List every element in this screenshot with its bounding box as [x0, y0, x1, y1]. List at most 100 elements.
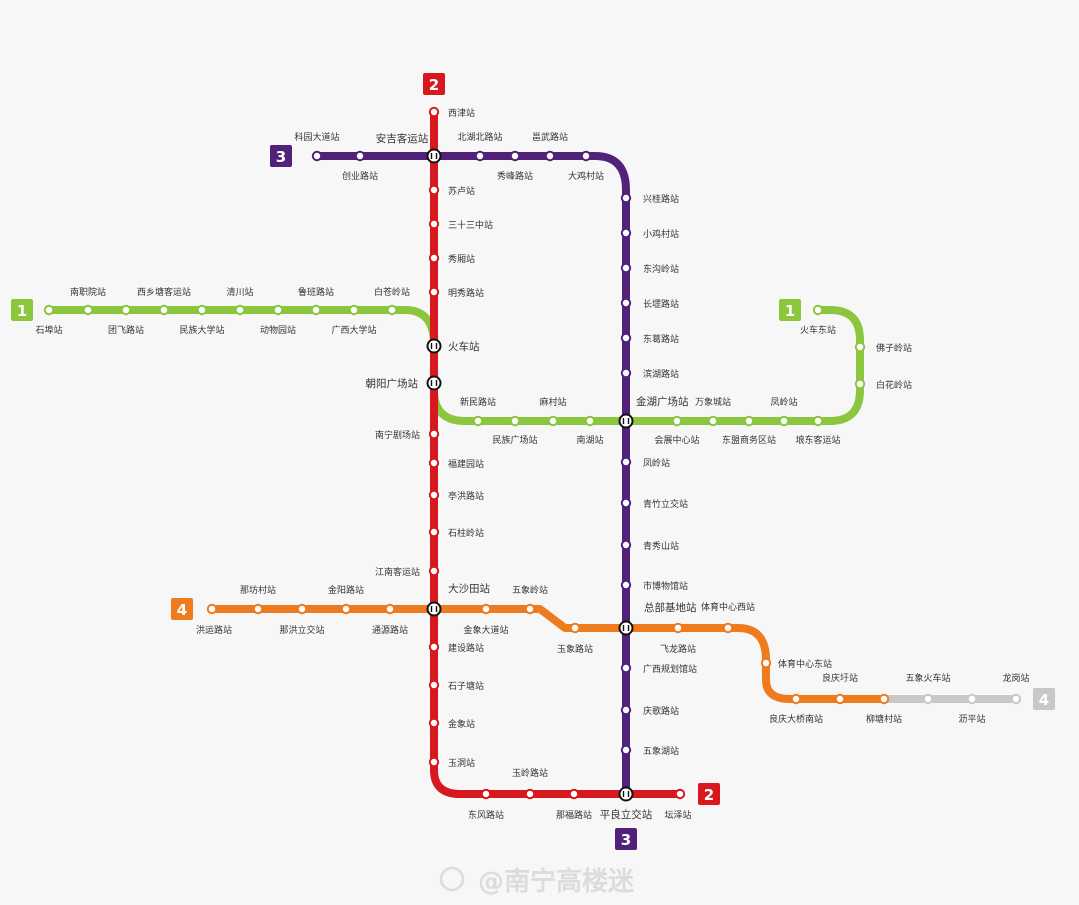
station-dot-s3_zhuxi[interactable] — [620, 456, 632, 468]
station-label-s2_jiangnan: 江南客运站 — [375, 566, 420, 578]
station-dot-s3_beihubei[interactable] — [474, 150, 486, 162]
station-dot-s3_dongge[interactable] — [620, 332, 632, 344]
station-dot-s3_xiaoji[interactable] — [620, 227, 632, 239]
station-dot-s4_tiyu_xi[interactable] — [722, 622, 734, 634]
station-dot-s1_guangxi_daxue[interactable] — [348, 304, 360, 316]
transfer-station-jinhu[interactable] — [618, 413, 634, 429]
transfer-station-huochezhan[interactable] — [426, 338, 442, 354]
station-dot-s3_qingzhu[interactable] — [620, 497, 632, 509]
station-dot-s1_shibu[interactable] — [43, 304, 55, 316]
station-label-s3_zhuxi: 凤岭站 — [643, 457, 670, 469]
station-dot-s1_huochedong[interactable] — [812, 304, 824, 316]
line-1-badge-right[interactable]: 1 — [779, 299, 801, 321]
station-dot-s1_wanxiang[interactable] — [707, 415, 719, 427]
station-dot-s1_xinmin[interactable] — [472, 415, 484, 427]
station-dot-s2_shizitang[interactable] — [428, 679, 440, 691]
station-dot-s4_liangqing_daqiao[interactable] — [790, 693, 802, 705]
station-dot-s4_tongyuan[interactable] — [384, 603, 396, 615]
station-dot-s2_xiuling[interactable] — [428, 252, 440, 264]
station-dot-s4_liping[interactable] — [966, 693, 978, 705]
station-dot-s2_tinghong[interactable] — [428, 489, 440, 501]
line-2-badge-bottom[interactable]: 2 — [698, 783, 720, 805]
station-dot-s3_xiwu[interactable] — [544, 150, 556, 162]
station-label-s1_huochedong: 火车东站 — [800, 324, 836, 336]
station-dot-s1_minzu_guangchang[interactable] — [509, 415, 521, 427]
station-dot-s4_nahong[interactable] — [296, 603, 308, 615]
station-dot-s2_jianzheng[interactable] — [428, 641, 440, 653]
line-2-badge-top[interactable]: 2 — [423, 73, 445, 95]
station-dot-s1_nanhu[interactable] — [584, 415, 596, 427]
station-dot-s4_nafang[interactable] — [252, 603, 264, 615]
station-dot-s4_liutang[interactable] — [878, 693, 890, 705]
station-dot-s3_wuxiang[interactable] — [620, 744, 632, 756]
transfer-station-zongbu[interactable] — [618, 620, 634, 636]
station-dot-s2_yuhu[interactable] — [428, 184, 440, 196]
station-dot-s2_dongfeng[interactable] — [480, 788, 492, 800]
station-dot-s3_qingxiu[interactable] — [620, 539, 632, 551]
station-label-s1_huizhan: 会展中心站 — [654, 434, 699, 446]
station-dot-s3_guangxi[interactable] — [620, 662, 632, 674]
station-dot-s3_changgang[interactable] — [620, 297, 632, 309]
station-dot-s4_hongyun[interactable] — [206, 603, 218, 615]
station-dot-s4_feilong[interactable] — [672, 622, 684, 634]
station-dot-s2_nafu[interactable] — [568, 788, 580, 800]
station-dot-s3_chuangye[interactable] — [354, 150, 366, 162]
transfer-station-anji[interactable] — [426, 148, 442, 164]
station-dot-s2_tanze[interactable] — [674, 788, 686, 800]
line-4-badge-right[interactable]: 4 — [1033, 688, 1055, 710]
station-dot-s1_langdong[interactable] — [812, 415, 824, 427]
station-dot-s3_keyuan[interactable] — [311, 150, 323, 162]
station-dot-s4_wuxiang_huoche[interactable] — [922, 693, 934, 705]
station-dot-s4_longgang[interactable] — [1010, 693, 1022, 705]
station-dot-s3_xinggui[interactable] — [620, 192, 632, 204]
station-dot-s2_sanshisan[interactable] — [428, 218, 440, 230]
station-dot-s1_tuanfei[interactable] — [120, 304, 132, 316]
station-dot-s2_fujian[interactable] — [428, 457, 440, 469]
station-dot-s4_tiyu_dong[interactable] — [760, 657, 772, 669]
station-dot-s1_fozi[interactable] — [854, 341, 866, 353]
station-dot-s3_dajiang[interactable] — [580, 150, 592, 162]
station-dot-s4_wuxiangling[interactable] — [524, 603, 536, 615]
badge-label: 4 — [177, 601, 187, 619]
station-dot-s3_dongzhou[interactable] — [620, 262, 632, 274]
station-dot-s1_minzu_daxue[interactable] — [196, 304, 208, 316]
station-dot-s4_yuxiang[interactable] — [569, 622, 581, 634]
station-dot-s1_huizhan[interactable] — [671, 415, 683, 427]
station-label-s1_wanxiang: 万象城站 — [695, 396, 731, 408]
line-3-badge-left[interactable]: 3 — [270, 145, 292, 167]
station-dot-s2_shizhuling[interactable] — [428, 526, 440, 538]
station-dot-s1_baihua[interactable] — [854, 378, 866, 390]
station-dot-s4_jinxiangdadao[interactable] — [480, 603, 492, 615]
station-dot-s1_xixiangtang[interactable] — [158, 304, 170, 316]
station-label-s3_dongge: 东葛路站 — [643, 333, 679, 345]
line-4-badge-left[interactable]: 4 — [171, 598, 193, 620]
station-dot-s3_qinghu[interactable] — [620, 367, 632, 379]
station-dot-s1_dongwuyuan[interactable] — [272, 304, 284, 316]
station-dot-s1_baicang[interactable] — [386, 304, 398, 316]
station-dot-s4_liangqing_fang[interactable] — [834, 693, 846, 705]
station-dot-s3_bowuguan[interactable] — [620, 579, 632, 591]
line-3-badge-bottom[interactable]: 3 — [615, 828, 637, 850]
station-dot-s3_qingge[interactable] — [620, 704, 632, 716]
line-1-badge-left[interactable]: 1 — [11, 299, 33, 321]
station-dot-s1_baisha[interactable] — [310, 304, 322, 316]
station-dot-s2_jiangnan[interactable] — [428, 565, 440, 577]
station-dot-s2_yudong[interactable] — [428, 756, 440, 768]
station-dot-s4_jinyang[interactable] — [340, 603, 352, 615]
station-dot-s2_xijin[interactable] — [428, 106, 440, 118]
station-dot-s2_yuling[interactable] — [524, 788, 536, 800]
station-dot-s1_fengling[interactable] — [778, 415, 790, 427]
station-dot-s2_nanning_chaochang[interactable] — [428, 428, 440, 440]
station-dot-s1_nanzhi[interactable] — [82, 304, 94, 316]
transfer-station-pingliang[interactable] — [618, 786, 634, 802]
station-dot-s1_dongmeng[interactable] — [743, 415, 755, 427]
line-3 — [313, 152, 630, 798]
station-dot-s3_xiuling[interactable] — [509, 150, 521, 162]
transfer-station-chaoyang[interactable] — [426, 375, 442, 391]
station-dot-s1_qingchuan[interactable] — [234, 304, 246, 316]
station-dot-s2_jinxiang[interactable] — [428, 717, 440, 729]
transfer-station-dashatian[interactable] — [426, 601, 442, 617]
station-dot-s2_mingxiu[interactable] — [428, 286, 440, 298]
station-dot-s1_mancun[interactable] — [547, 415, 559, 427]
